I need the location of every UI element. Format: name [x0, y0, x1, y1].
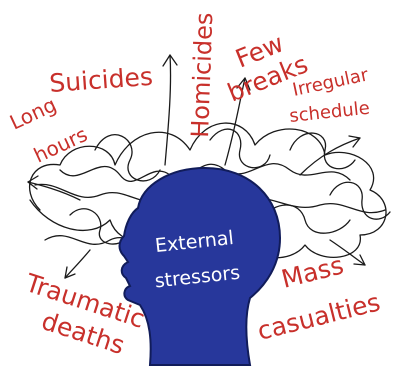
label-mass-casualties-line1: Mass — [278, 250, 346, 293]
label-long-hours-line1: Long — [6, 92, 60, 134]
label-suicides: Suicides — [48, 62, 153, 98]
label-long-hours-line2: hours — [30, 122, 91, 168]
label-homicides: Homicides — [186, 12, 218, 138]
label-mass-casualties-line2: casualties — [254, 287, 383, 345]
label-irregular-schedule-line2: schedule — [288, 98, 370, 127]
